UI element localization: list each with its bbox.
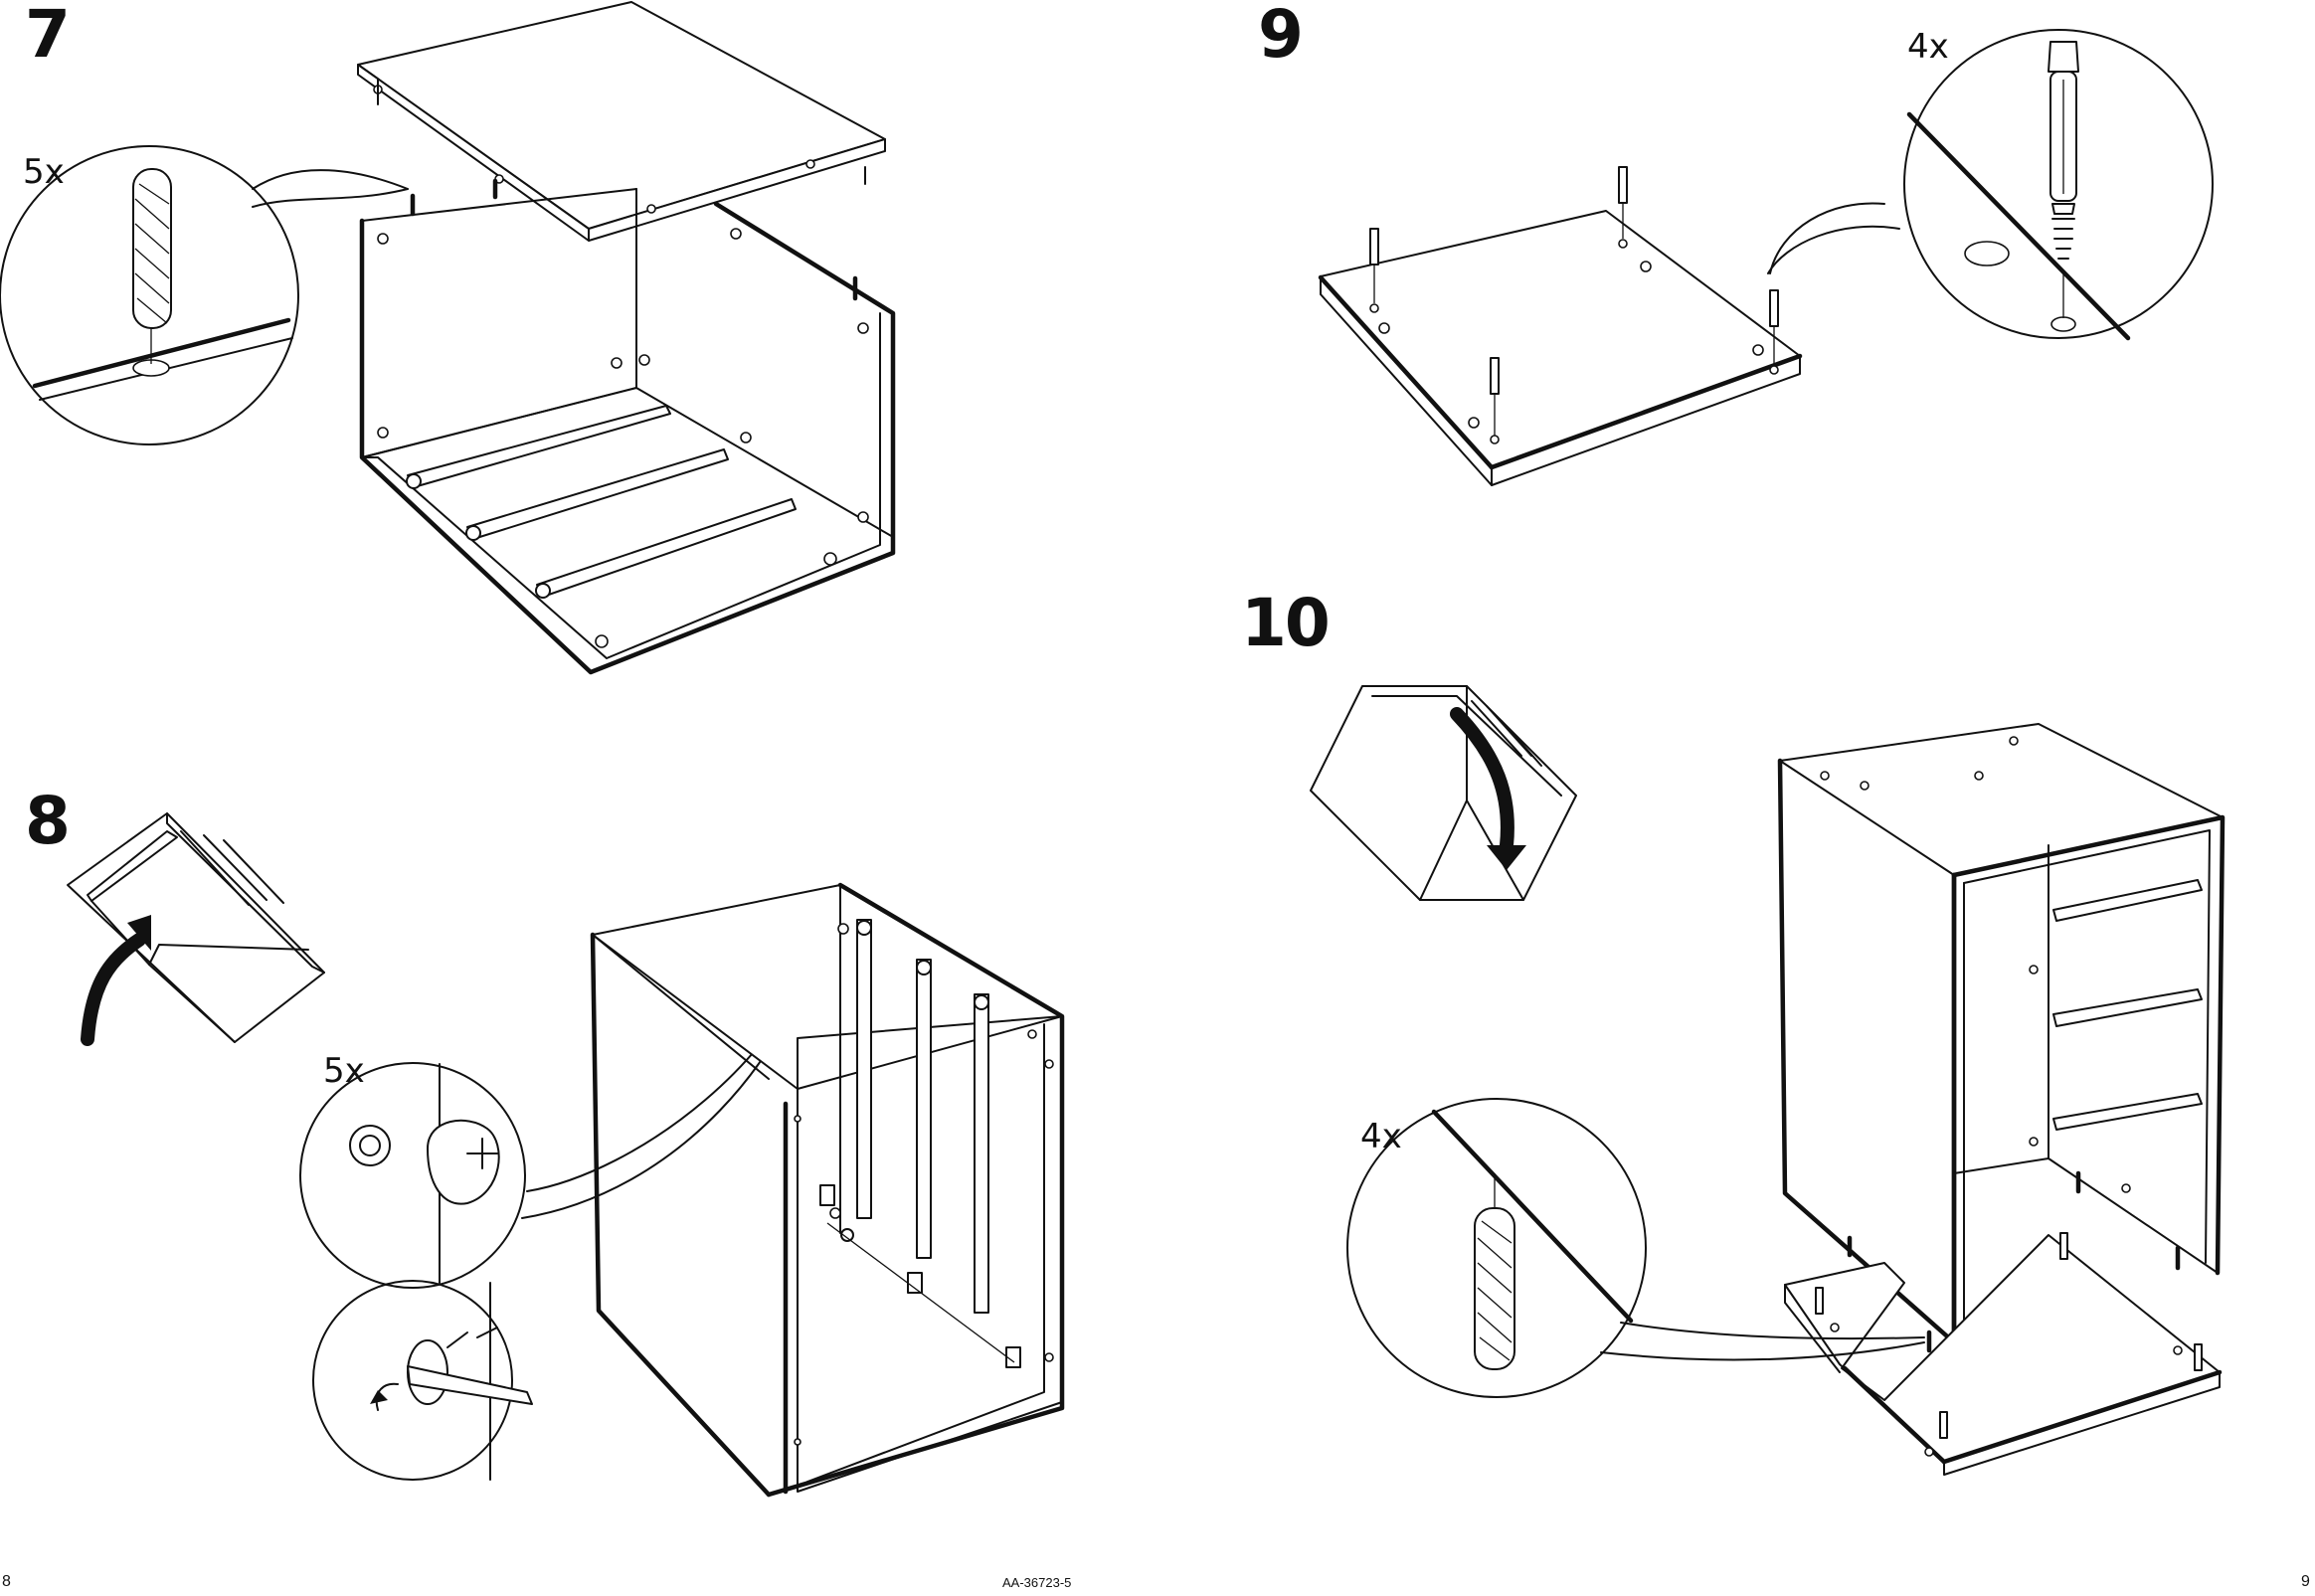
article-code: AA-36723-5 [1002, 1575, 1071, 1590]
step-8-thumbnail-box [68, 813, 324, 1042]
step-9-detail-circle [1768, 30, 2213, 338]
step-7-top-panel [358, 2, 885, 241]
right-page-number: 9 [2301, 1573, 2310, 1591]
step-7-quantity: 5x [23, 155, 65, 189]
step-8-quantity: 5x [323, 1054, 365, 1088]
step-7-drawer-runners [407, 406, 796, 598]
step-9-quantity: 4x [1907, 30, 1949, 64]
step-number-8: 8 [25, 789, 69, 854]
step-8-carcass [593, 885, 1062, 1495]
step-number-10: 10 [1241, 591, 1329, 656]
cam-bolt-detail-icon [2048, 42, 2078, 259]
step-9-illustration [1321, 30, 2213, 485]
dowel-icon [133, 169, 171, 364]
dowel-icon [1475, 1208, 1514, 1369]
step-8-screwdriver-detail [313, 1281, 532, 1480]
step-8-illustration [68, 813, 1062, 1495]
step-9-bottom-panel [1321, 167, 1800, 485]
left-page-number: 8 [2, 1573, 11, 1591]
step-number-7: 7 [25, 2, 69, 68]
step-10-quantity: 4x [1360, 1120, 1402, 1153]
step-10-illustration [1311, 686, 2223, 1475]
step-number-9: 9 [1258, 2, 1302, 68]
step-7-illustration [0, 2, 893, 672]
cam-lock-icon [350, 1121, 499, 1204]
step-10-thumbnail-box [1311, 686, 1576, 900]
step-7-carcass [362, 181, 893, 672]
step-10-carcass [1780, 724, 2223, 1350]
step-10-drawer-runners [2053, 880, 2202, 1130]
